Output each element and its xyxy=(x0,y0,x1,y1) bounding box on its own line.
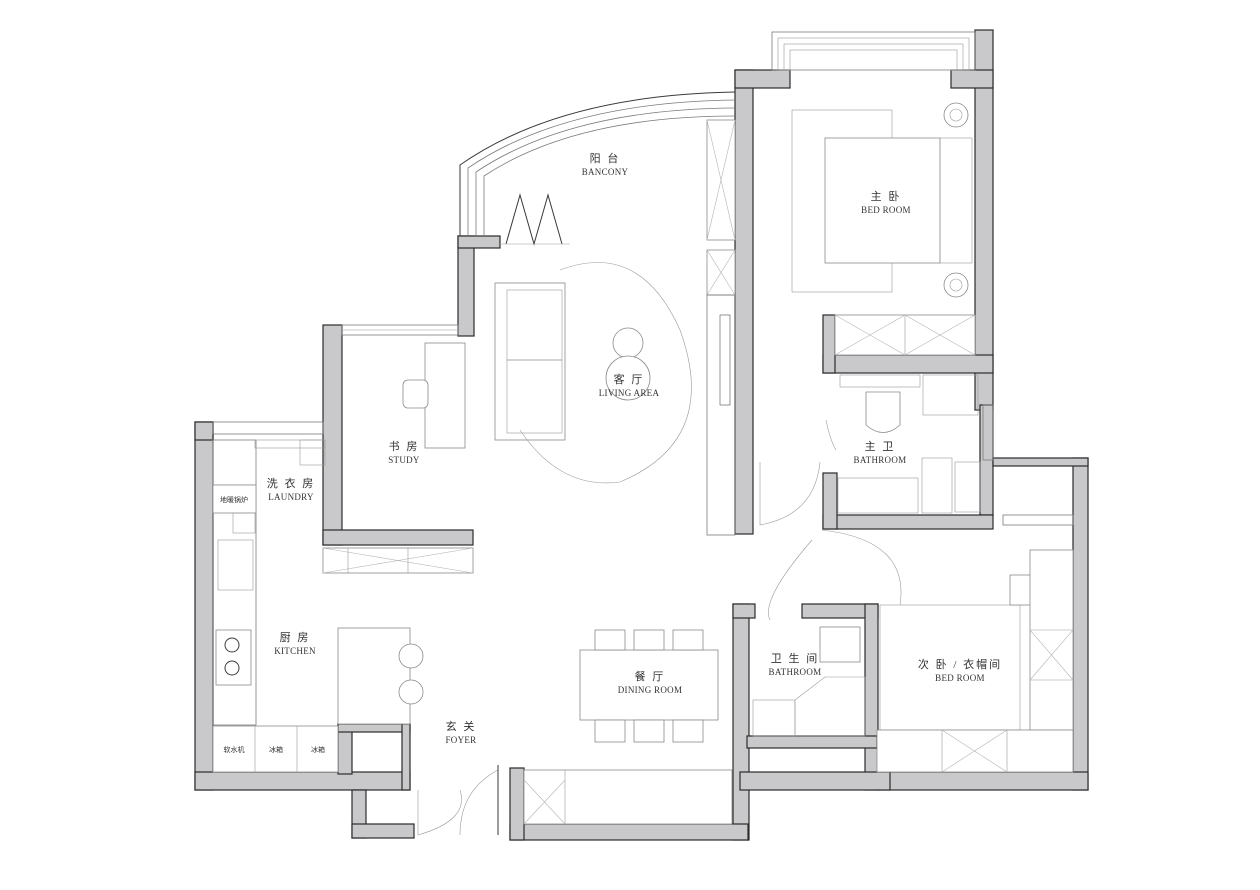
master-bath-label-en: BATHROOM xyxy=(854,455,907,465)
boiler-label: 地暖锅炉 xyxy=(220,495,248,504)
dining-label-zh: 餐 厅 xyxy=(635,669,666,683)
bath-label-en: BATHROOM xyxy=(769,667,822,677)
living-label-zh: 客 厅 xyxy=(614,372,645,386)
study-label-en: STUDY xyxy=(388,455,420,465)
appliance-labels: 地暖锅炉 软水机 冰箱 冰箱 xyxy=(220,495,325,754)
room-labels: 阳 台 BANCONY 主 卧 BED ROOM 客 厅 LIVING AREA… xyxy=(267,151,1002,745)
laundry-label-en: LAUNDRY xyxy=(268,492,314,502)
laundry-label-zh: 洗 衣 房 xyxy=(267,476,316,490)
kitchen-label-en: KITCHEN xyxy=(274,646,316,656)
walls xyxy=(194,29,1089,841)
furniture xyxy=(212,102,1074,825)
foyer-label-zh: 玄 关 xyxy=(446,719,477,733)
windows xyxy=(212,31,1074,526)
bath-label-zh: 卫 生 间 xyxy=(771,651,820,665)
master-bath-label-zh: 主 卫 xyxy=(865,440,896,453)
master-bedroom-label-zh: 主 卧 xyxy=(871,190,902,203)
kitchen-label-zh: 厨 房 xyxy=(280,631,311,644)
master-bedroom-label-en: BED ROOM xyxy=(861,205,911,215)
water-softener-label: 软水机 xyxy=(224,745,245,754)
second-bedroom-label-zh: 次 卧 / 衣帽间 xyxy=(918,657,1002,671)
study-label-zh: 书 房 xyxy=(389,440,420,453)
second-bedroom-label-en: BED ROOM xyxy=(935,673,985,683)
fridge-1-label: 冰箱 xyxy=(269,745,283,754)
doors xyxy=(417,419,902,836)
living-label-en: LIVING AREA xyxy=(599,388,660,398)
fridge-2-label: 冰箱 xyxy=(311,745,325,754)
dining-label-en: DINING ROOM xyxy=(618,685,683,695)
balcony-label-en: BANCONY xyxy=(582,167,629,177)
foyer-label-en: FOYER xyxy=(445,735,476,745)
balcony-label-zh: 阳 台 xyxy=(590,151,621,165)
